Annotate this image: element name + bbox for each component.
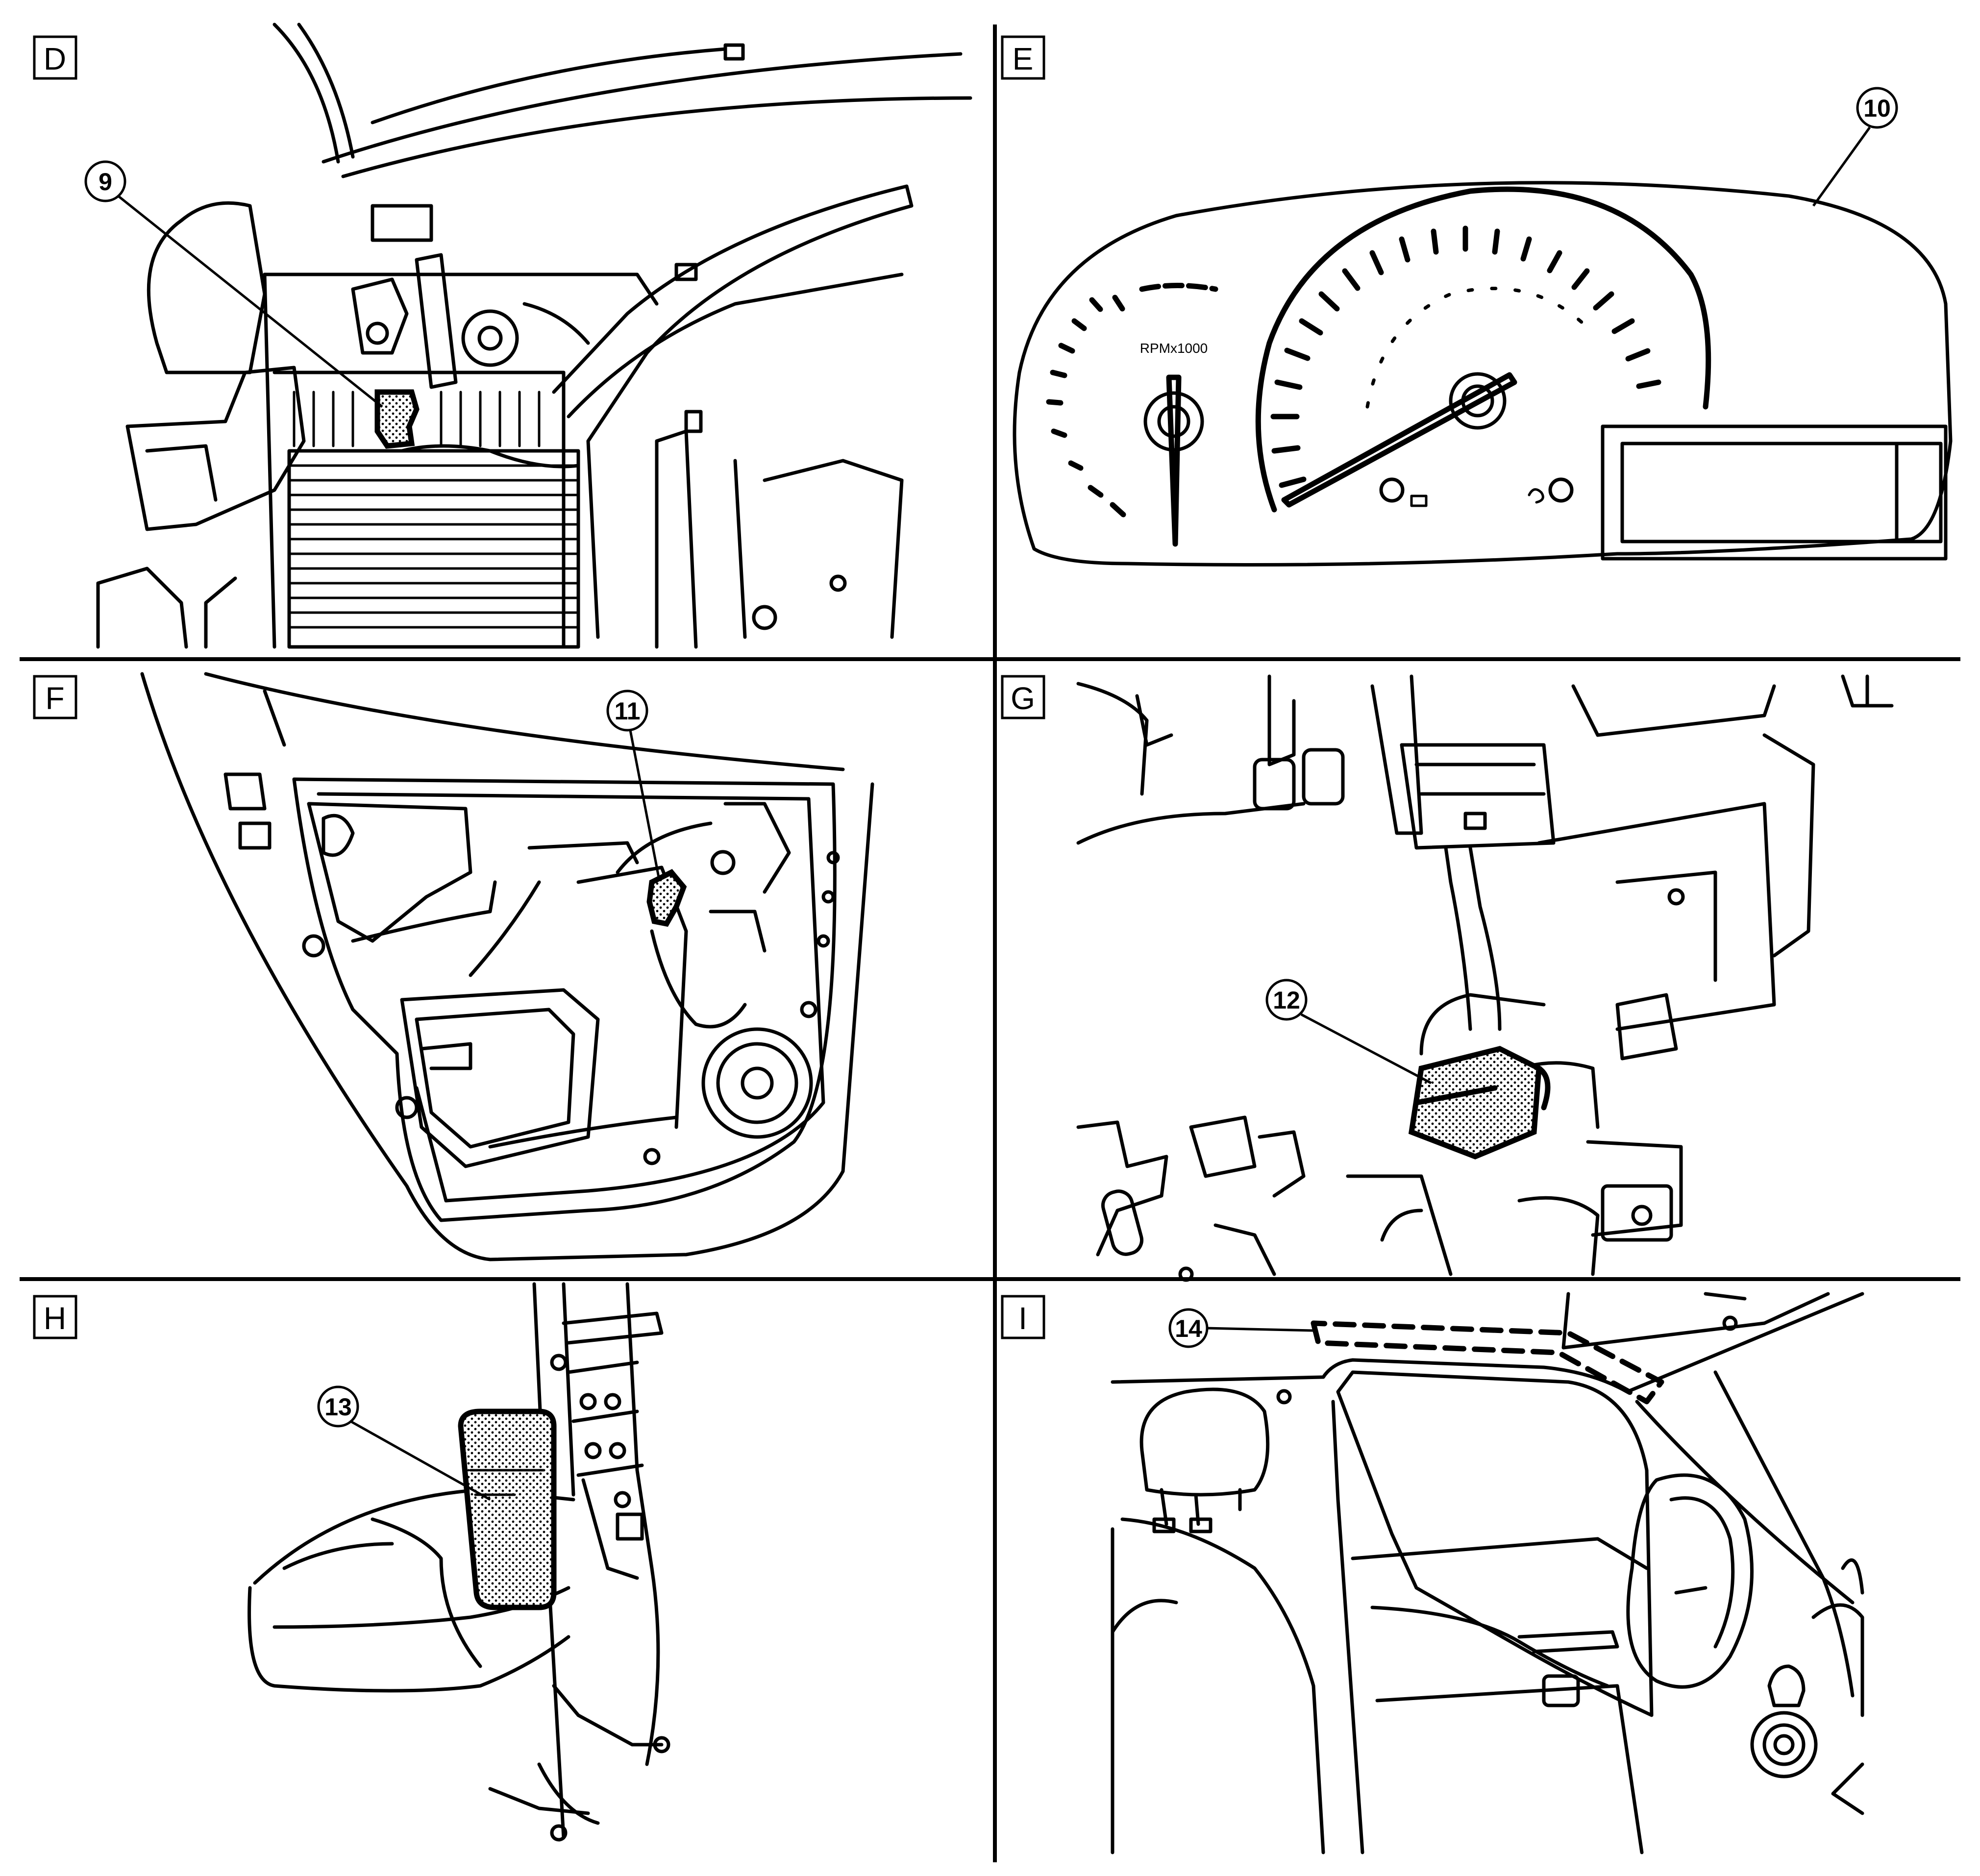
component-13 [458,1408,557,1610]
floor-console-drawing [1076,674,1894,1282]
component-11 [646,869,687,927]
svg-text:12: 12 [1273,987,1300,1014]
svg-text:D: D [44,41,66,76]
svg-text:F: F [45,681,64,716]
panel-label-g: G [1001,675,1045,719]
panel-dividers [20,25,1960,1862]
callout-13: 13 [317,1385,491,1501]
combination-meter-drawing: RPMx1000 [1013,181,1953,567]
cabin-drawing [1111,1292,1864,1854]
panel-i: I [1001,1292,1864,1854]
svg-text:I: I [1018,1301,1027,1336]
callout-11: 11 [606,690,661,880]
component-12 [1408,1046,1542,1160]
panel-label-d: D [33,35,77,80]
callout-12: 12 [1265,979,1432,1085]
svg-text:RPMx1000: RPMx1000 [1140,341,1208,356]
svg-text:10: 10 [1863,95,1891,122]
panel-h: H [33,1282,670,1842]
svg-text:E: E [1013,41,1034,76]
seat-drawing [248,1282,670,1842]
panel-label-h: H [33,1295,77,1339]
callout-10: 10 [1812,87,1898,207]
svg-text:13: 13 [324,1393,352,1421]
component-14 [1311,1320,1664,1405]
panel-label-i: I [1001,1295,1045,1339]
svg-text:H: H [44,1301,66,1336]
panel-label-e: E [1001,35,1045,80]
svg-text:G: G [1011,681,1035,716]
svg-text:9: 9 [99,168,112,196]
component-9 [374,389,420,449]
svg-text:14: 14 [1175,1315,1202,1342]
callout-9: 9 [84,160,383,408]
callout-14: 14 [1168,1308,1314,1348]
front-door-drawing [140,672,874,1261]
svg-text:11: 11 [615,697,641,725]
panel-f: F [33,672,874,1261]
panel-d: D [33,23,972,649]
engine-room-drawing [96,23,972,649]
panel-g: G [1001,674,1894,1282]
panel-e: E RPMx1000 [1001,35,1953,567]
panel-label-f: F [33,675,77,719]
